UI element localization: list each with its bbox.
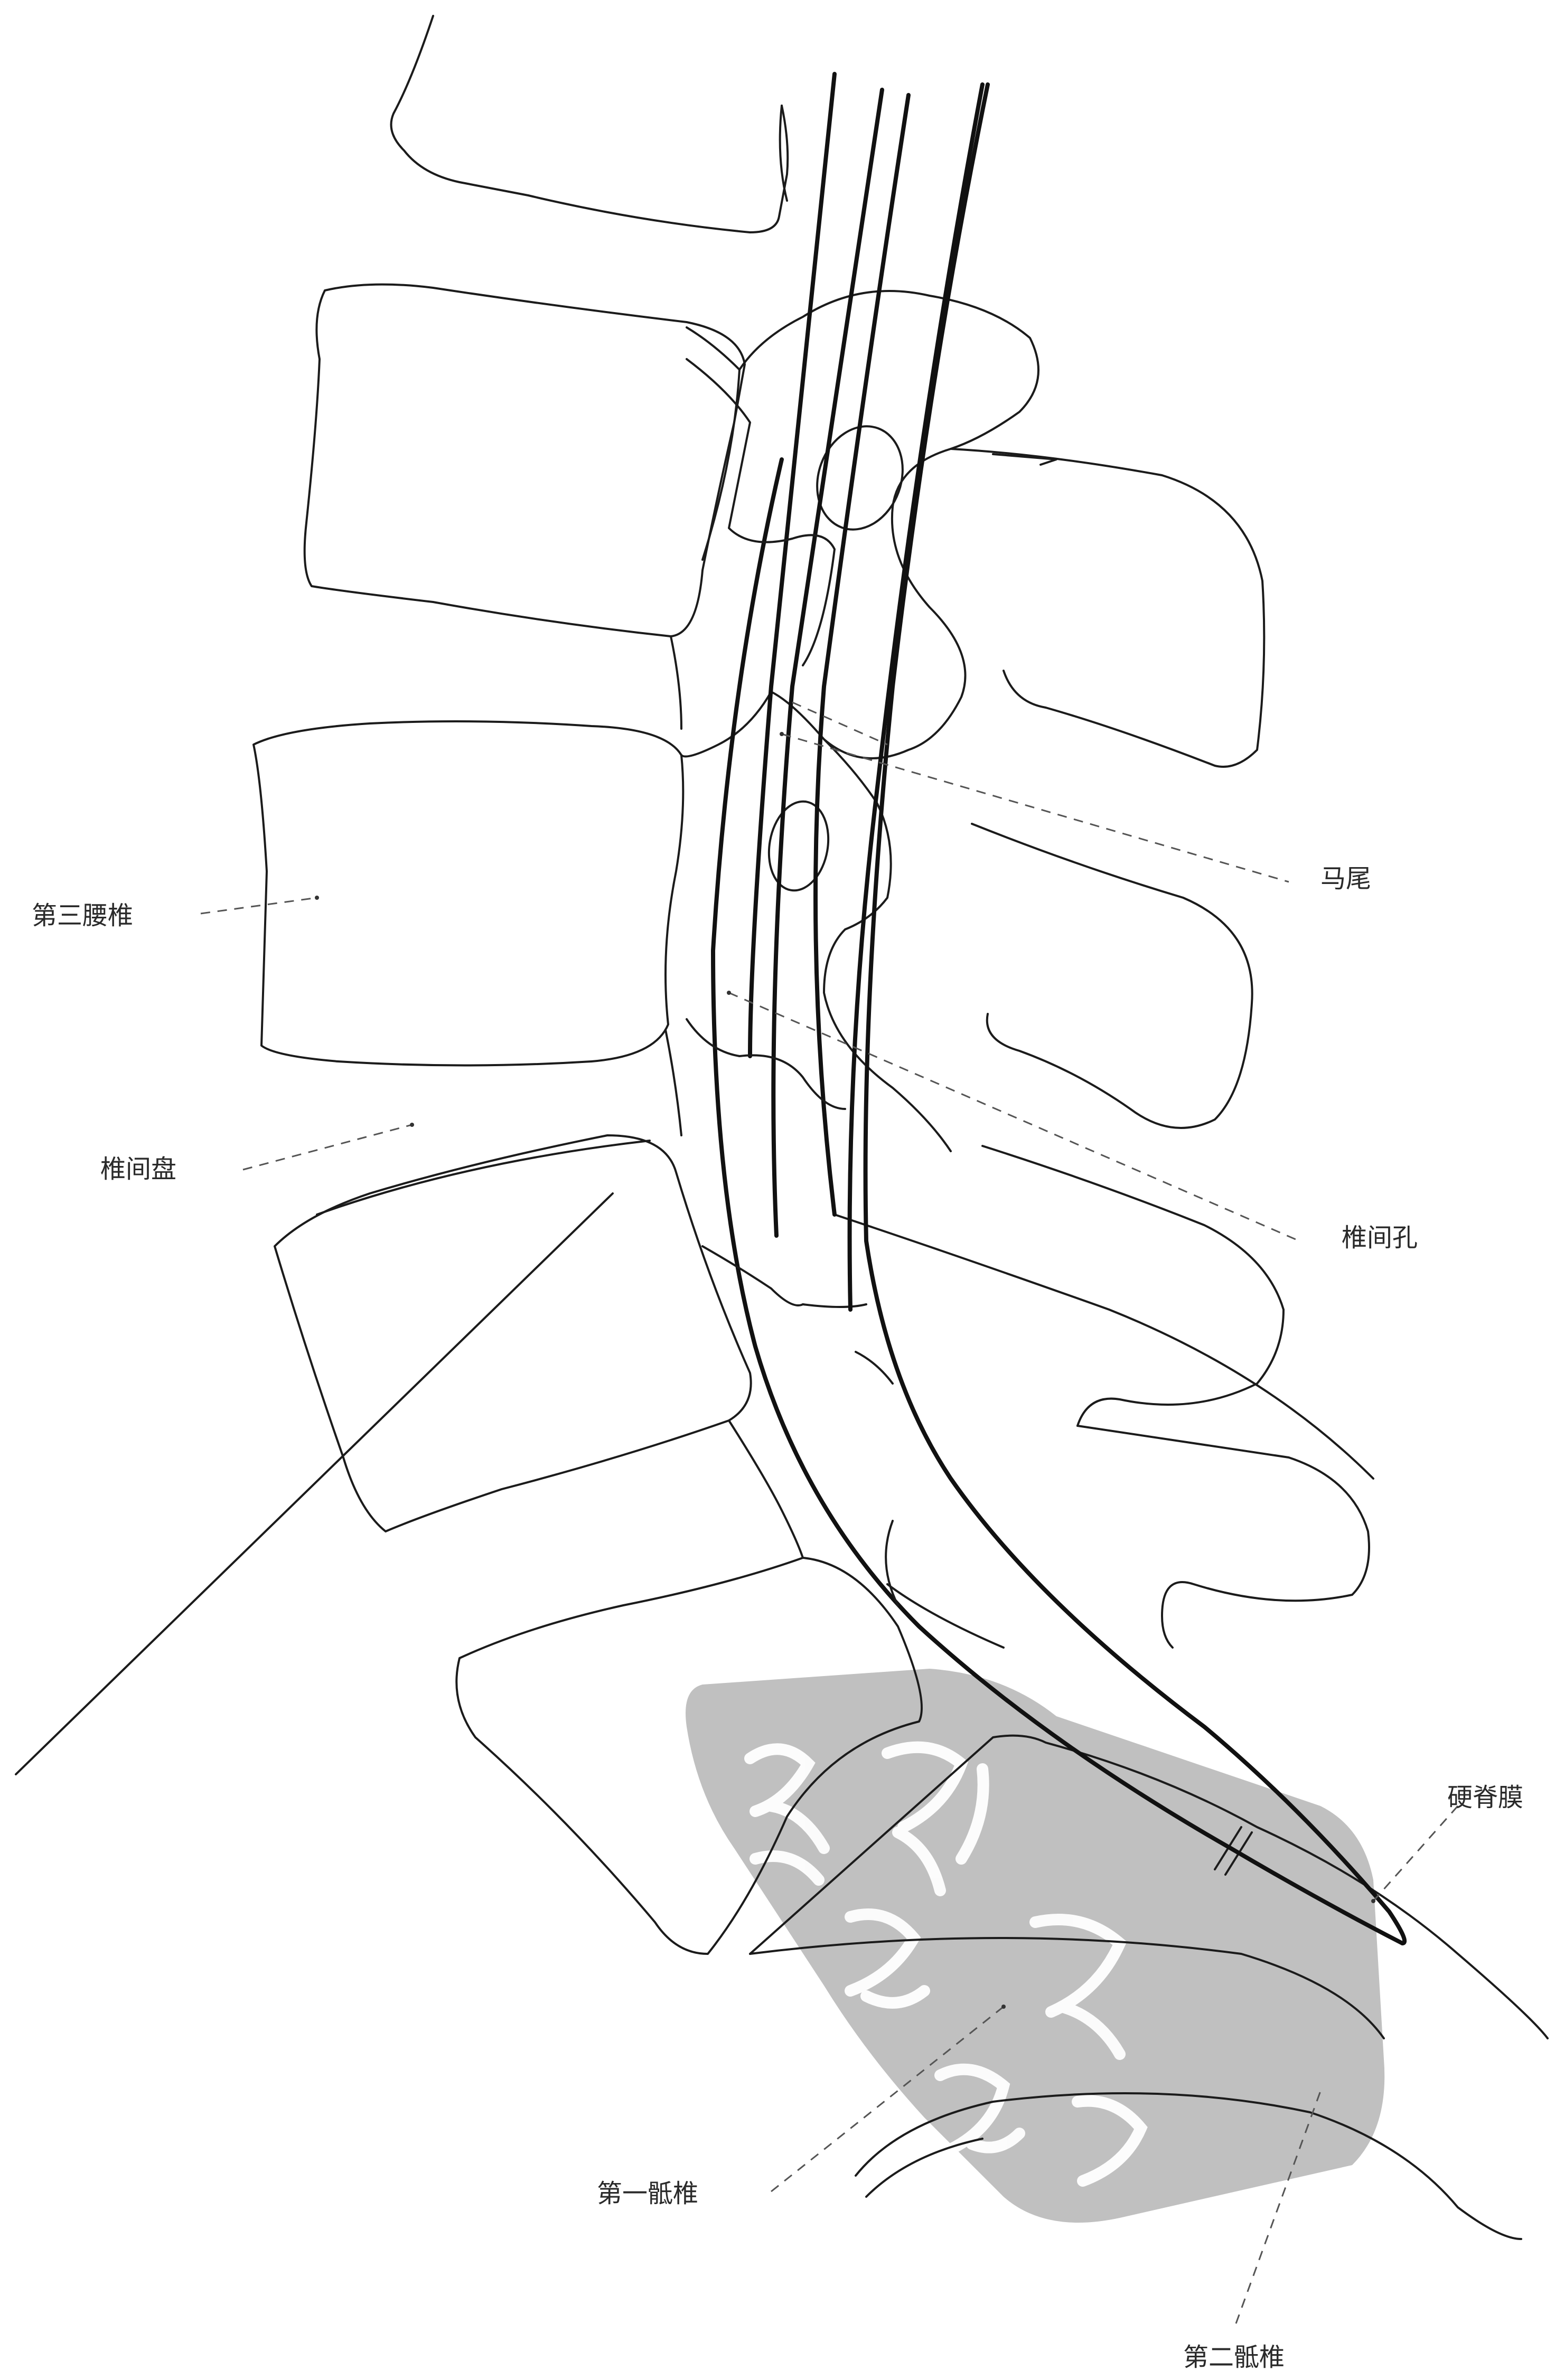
marker-dot [1001, 2005, 1006, 2009]
leader-disc [243, 1125, 412, 1170]
label-third-lumbar: 第三腰椎 [32, 901, 133, 930]
label-intervertebral-foramen: 椎间孔 [1342, 1223, 1418, 1253]
leader-foramen [729, 993, 1299, 1241]
vertebra-third-lumbar [254, 721, 683, 1066]
label-first-sacral: 第一骶椎 [597, 2179, 698, 2208]
leader-third-lumbar [201, 898, 317, 914]
label-cauda-equina: 马尾 [1320, 864, 1371, 893]
marker-dot [780, 732, 784, 736]
foramen-oval-middle [762, 797, 835, 896]
label-second-sacral: 第二骶椎 [1183, 2343, 1285, 2372]
label-dura-mater: 硬脊膜 [1447, 1783, 1523, 1812]
dura-mater-posterior [866, 84, 1405, 1943]
posterior-elements-lower [982, 1146, 1284, 1426]
leader-dura [1373, 1806, 1458, 1901]
vertebra-l5 [275, 1135, 751, 1531]
vertebra-l2 [391, 16, 788, 232]
vertebra-l3 [305, 285, 745, 636]
marker-dot [1371, 1899, 1375, 1903]
marker-dot [315, 896, 319, 900]
label-intervertebral-disc: 椎间盘 [100, 1154, 176, 1184]
marker-dot [410, 1123, 414, 1127]
marker-dot [727, 991, 731, 995]
